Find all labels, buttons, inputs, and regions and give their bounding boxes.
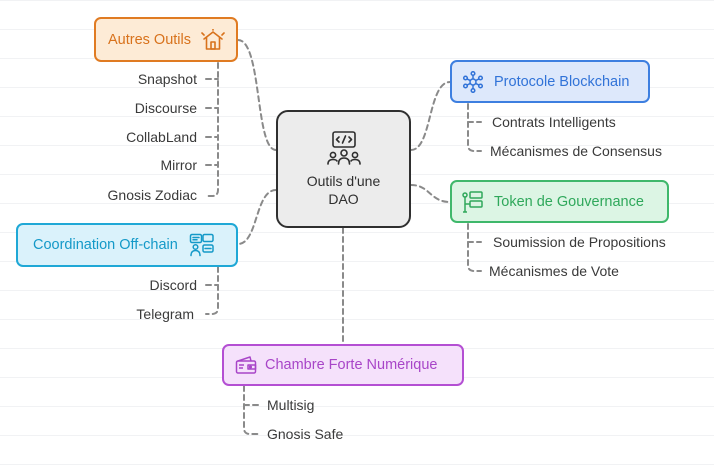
leaf-discord: Discord [149, 277, 197, 293]
branch-label: Chambre Forte Numérique [265, 357, 438, 373]
leaf-contrats-intelligents: Contrats Intelligents [492, 114, 616, 130]
branch-label: Autres Outils [108, 31, 191, 48]
governance-flow-icon [462, 190, 483, 213]
wallet-icon [235, 356, 257, 374]
leaf-gnosis-zodiac: Gnosis Zodiac [107, 187, 197, 203]
leaf-collabland: CollabLand [126, 129, 197, 145]
center-node[interactable]: Outils d'une DAO [276, 110, 411, 228]
branch-label: Protocole Blockchain [494, 73, 630, 90]
leaf-telegram: Telegram [136, 306, 194, 322]
leaf-mecanismes-vote: Mécanismes de Vote [489, 263, 619, 279]
branch-label: Coordination Off-chain [33, 237, 178, 253]
leaf-multisig: Multisig [267, 397, 315, 413]
branch-label: Token de Gouvernance [494, 193, 644, 210]
leaf-discourse: Discourse [134, 100, 197, 116]
dao-code-people-icon [326, 131, 361, 165]
leaf-soumission-propositions: Soumission de Propositions [493, 234, 666, 250]
leaf-mecanismes-consensus: Mécanismes de Consensus [490, 143, 662, 159]
branch-autres-outils[interactable]: Autres Outils [94, 17, 238, 62]
network-hub-icon [462, 70, 484, 93]
branch-protocole-blockchain[interactable]: Protocole Blockchain [450, 60, 650, 103]
branch-chambre-forte[interactable]: Chambre Forte Numérique [222, 344, 464, 386]
center-title: Outils d'une DAO [306, 173, 381, 207]
branch-coordination-offchain[interactable]: Coordination Off-chain [16, 223, 238, 267]
leaf-mirror: Mirror [160, 157, 197, 173]
leaf-gnosis-safe: Gnosis Safe [267, 426, 344, 442]
chat-people-icon [189, 233, 214, 257]
branch-token-gouvernance[interactable]: Token de Gouvernance [450, 180, 669, 223]
house-icon [201, 28, 225, 50]
leaf-snapshot: Snapshot [137, 71, 197, 87]
